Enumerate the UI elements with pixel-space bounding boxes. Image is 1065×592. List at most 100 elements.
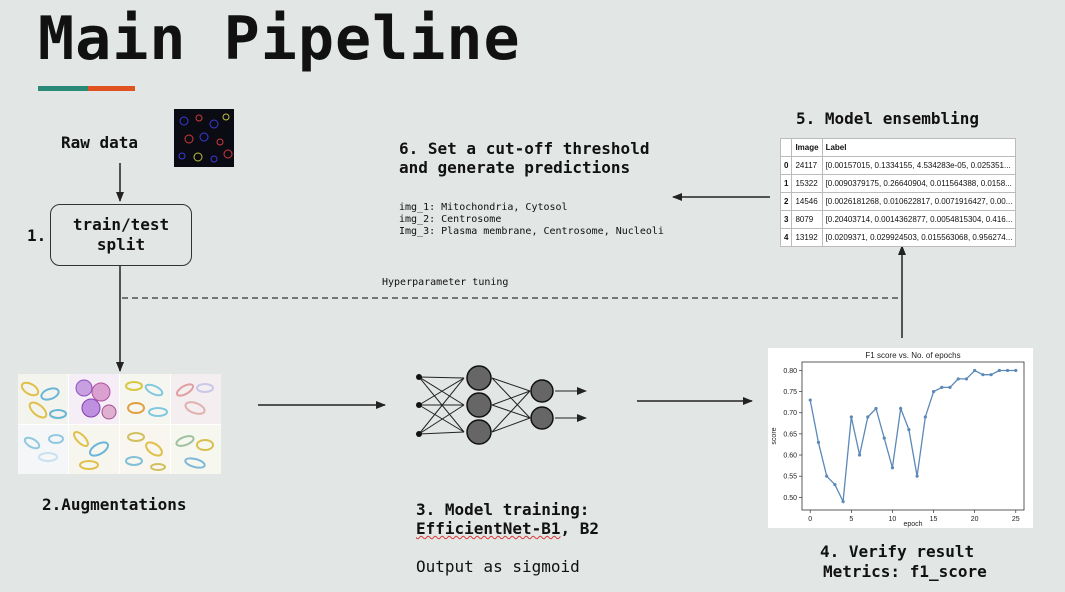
- model-name: EfficientNet-B1: [416, 519, 561, 538]
- data-point: [948, 385, 952, 389]
- data-point: [899, 406, 903, 411]
- data-point: [923, 415, 927, 419]
- y-axis-label: score: [771, 427, 778, 444]
- prediction-line: img_1: Mitochondria, Cytosol: [399, 202, 568, 213]
- table-header: [779, 138, 793, 157]
- y-tick-label: 0.60: [783, 453, 797, 460]
- data-point: [907, 428, 911, 432]
- step1-number: 1.: [27, 226, 47, 245]
- accent-bar-teal: [38, 86, 88, 91]
- table-cell: 14546: [791, 192, 823, 211]
- aug-sample: [18, 374, 68, 424]
- step3-line2: EfficientNet-B1, B2: [416, 519, 599, 538]
- series-line: [809, 369, 1016, 504]
- table-cell: [0.0026181268, 0.010622817, 0.0071916427…: [821, 192, 1017, 211]
- table-header: Image: [791, 138, 823, 157]
- raw-data-label: Raw data: [61, 133, 139, 152]
- y-tick-label: 0.50: [783, 495, 797, 502]
- x-tick-label: 0: [808, 516, 812, 523]
- plot-frame: [801, 361, 1025, 511]
- aug-sample: [171, 424, 221, 474]
- aug-sample: [120, 374, 170, 424]
- step4-line2: Metrics: f1_score: [823, 562, 987, 581]
- neural-network-diagram: [416, 365, 587, 445]
- data-point: [841, 499, 845, 504]
- aug-sample: [120, 424, 170, 474]
- train-test-split-box: train/test split: [50, 204, 192, 266]
- y-tick-label: 0.70: [783, 410, 797, 417]
- x-axis-label: epoch: [903, 521, 922, 528]
- data-point: [808, 398, 812, 402]
- model-name-rest: , B2: [560, 519, 600, 538]
- accent-bar-orange: [88, 86, 135, 91]
- prediction-line: Img_3: Plasma membrane, Centrosome, Nucl…: [399, 226, 664, 237]
- step3-line1: 3. Model training:: [416, 500, 590, 519]
- step2-label: 2.Augmentations: [42, 495, 187, 514]
- table-cell: 2: [779, 192, 793, 211]
- table-cell: 0: [779, 156, 793, 175]
- page-title: Main Pipeline: [38, 4, 521, 74]
- table-cell: [0.0090379175, 0.26640904, 0.011564388, …: [821, 174, 1017, 193]
- x-tick-label: 20: [971, 516, 979, 523]
- x-tick-label: 25: [1012, 516, 1020, 523]
- data-point: [825, 474, 829, 478]
- split-line2: split: [96, 235, 146, 254]
- y-tick-label: 0.80: [783, 368, 797, 375]
- table-cell: [0.00157015, 0.1334155, 4.534283e-05, 0.…: [821, 156, 1017, 175]
- step5-label: 5. Model ensembling: [796, 109, 980, 128]
- data-point: [956, 377, 960, 381]
- split-line1: train/test: [72, 215, 170, 234]
- data-point: [915, 474, 919, 478]
- data-point: [997, 368, 1001, 373]
- table-cell: 24117: [791, 156, 823, 175]
- output-note: Output as sigmoid: [416, 557, 580, 576]
- y-tick-label: 0.75: [783, 389, 797, 396]
- step4-line1: 4. Verify result: [820, 542, 975, 561]
- data-point: [849, 415, 853, 419]
- aug-sample: [69, 424, 119, 474]
- table-cell: 4: [779, 228, 793, 247]
- y-tick-label: 0.55: [783, 474, 797, 481]
- data-point: [931, 390, 936, 394]
- step6-line1: 6. Set a cut-off threshold: [399, 139, 650, 158]
- aug-sample: [18, 424, 68, 474]
- table-cell: [0.20403714, 0.0014362877, 0.0054815304,…: [821, 210, 1017, 229]
- table-cell: [0.0209371, 0.029924503, 0.015563068, 0.…: [821, 228, 1017, 247]
- data-point: [964, 377, 969, 381]
- raw-data-image: [174, 109, 234, 167]
- table-cell: 3: [779, 210, 793, 229]
- table-cell: 13192: [791, 228, 823, 247]
- data-point: [882, 436, 886, 440]
- chart-title: F1 score vs. No. of epochs: [865, 351, 960, 360]
- data-point: [1005, 368, 1010, 373]
- data-point: [833, 483, 837, 487]
- x-tick-label: 10: [889, 516, 897, 523]
- table-cell: 8079: [791, 210, 823, 229]
- data-point: [866, 415, 870, 419]
- data-point: [1014, 368, 1018, 373]
- aug-sample: [69, 374, 119, 424]
- hyperparameter-label: Hyperparameter tuning: [382, 277, 509, 288]
- x-tick-label: 5: [849, 516, 853, 523]
- x-tick-label: 15: [930, 516, 938, 523]
- table-cell: 1: [779, 174, 793, 193]
- table-cell: 15322: [791, 174, 823, 193]
- data-point: [981, 373, 985, 377]
- aug-sample: [171, 374, 221, 424]
- data-point: [973, 368, 977, 373]
- prediction-line: img_2: Centrosome: [399, 214, 502, 225]
- table-header: Label: [821, 138, 1017, 157]
- chart-svg: F1 score vs. No. of epochs 0 5 10 15 20 25 0.50…: [771, 351, 1025, 528]
- step6-line2: and generate predictions: [399, 158, 631, 177]
- data-point: [940, 385, 944, 389]
- f1-score-chart: F1 score vs. No. of epochs 0 5 10 15 20 25 0.50…: [768, 348, 1033, 528]
- data-point: [816, 440, 821, 444]
- table-header-row: Image Label: [779, 138, 1017, 157]
